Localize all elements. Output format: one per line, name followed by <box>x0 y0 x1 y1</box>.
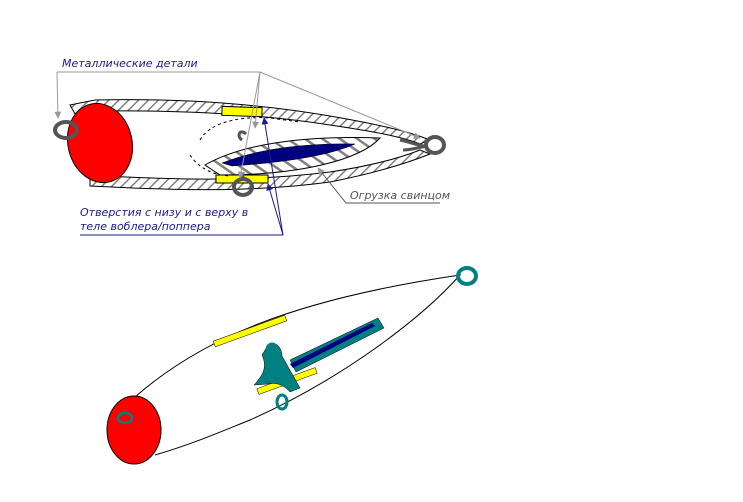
teal-keel <box>253 343 301 393</box>
holes-leader <box>80 117 284 236</box>
holes-label-line1: Отверстия с низу и с верху в <box>80 206 249 219</box>
tail-ring <box>424 135 446 155</box>
outline-view <box>106 266 478 465</box>
holes-label-line2: теле воблера/поппера <box>80 220 211 233</box>
lead-leader <box>317 167 440 204</box>
outline-red-head <box>106 395 162 465</box>
belly-ring <box>232 177 254 197</box>
inner-cavity <box>199 117 301 141</box>
nose-ring <box>53 120 79 140</box>
outline-tail-ring <box>456 266 478 286</box>
keel-ring-top <box>265 342 279 358</box>
inner-wire-loop <box>237 130 248 142</box>
lead-ballast-core <box>221 143 356 167</box>
lead-ballast-label: Огрузка свинцом <box>350 189 451 202</box>
outline-insert-top <box>212 314 288 348</box>
metal-parts-label: Металлические детали <box>62 57 198 70</box>
lead-strip <box>290 323 375 368</box>
section-view <box>53 99 446 197</box>
outline-nose-ring <box>116 411 134 425</box>
metal-leaders <box>54 71 421 179</box>
inner-cavity-lower <box>189 154 231 177</box>
tail-ring-clip <box>399 138 427 152</box>
keel-ring-bottom <box>275 393 289 411</box>
red-head <box>66 102 134 184</box>
